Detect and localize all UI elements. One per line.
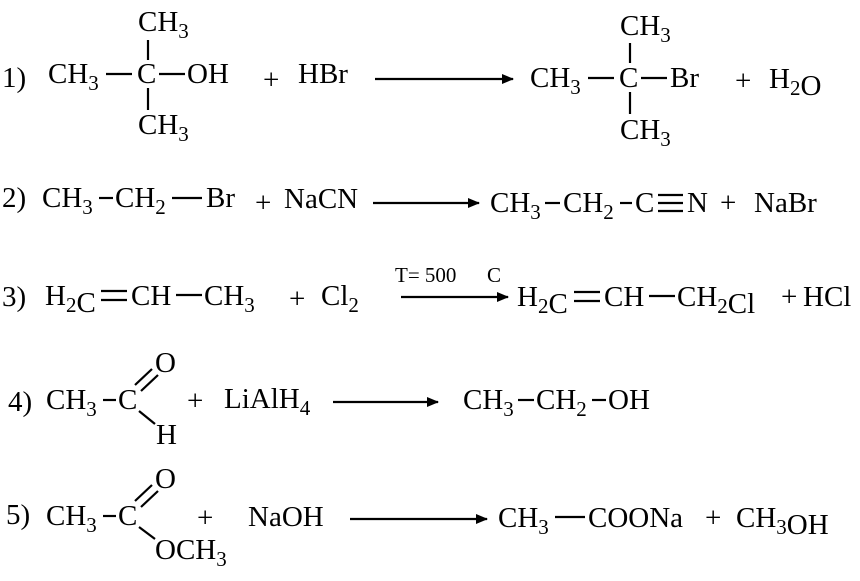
methyl-left-label: CH3 [530,62,581,99]
reaction-number: 3) [2,281,26,313]
reaction-number: 1) [2,62,26,94]
carboxylate-label: COONa [588,502,683,534]
reactant-methyl-acetate: CH3 C O OCH3 [46,463,227,571]
hydroxyl-label: OH [608,384,650,416]
reaction-5: 5) CH3 C O OCH3 + NaOH CH3 COONa + CH3OH [6,463,829,571]
bromine-label: Br [206,182,235,214]
plus-sign: + [255,187,271,219]
methyl-top-label: CH3 [138,6,189,43]
product-hcl: HCl [803,281,851,313]
plus-sign: + [735,65,751,97]
methine-label: CH [131,280,171,312]
reaction-number: 5) [6,499,30,531]
reaction-number: 4) [8,386,32,418]
methine-label: CH [604,281,644,313]
reagent-naoh: NaOH [248,501,324,533]
methylene-label: H2C [517,281,568,320]
reaction-number: 2) [2,182,26,214]
nitrogen-label: N [687,187,708,219]
methyl-label: CH3 [46,384,97,421]
methyl-top-label: CH3 [620,10,671,47]
reaction-1: 1) CH3 CH3 C OH CH3 + HBr CH3 CH3 C Br C… [2,6,821,151]
methyl-label: CH3 [46,500,97,537]
product-propanenitrile: CH3 CH2 C N [490,187,708,224]
chloromethyl-label: CH2Cl [677,281,755,320]
central-carbon-label: C [619,62,638,94]
plus-sign: + [705,502,721,534]
reagent-hbr: HBr [298,58,348,90]
bond [138,410,156,425]
methyl-label: CH3 [498,502,549,539]
reaction-2: 2) CH3 CH2 Br + NaCN CH3 CH2 C N + NaBr [2,182,817,224]
plus-sign: + [781,281,797,313]
carbonyl-carbon-label: C [118,500,137,532]
methyl-label: CH3 [463,384,514,421]
methylene-label: CH2 [115,182,166,219]
reactant-tert-butanol: CH3 CH3 C OH CH3 [48,6,229,146]
plus-sign: + [263,64,279,96]
double-bond-line [140,490,159,508]
reagent-nacn: NaCN [284,183,358,215]
reagent-chlorine: Cl2 [321,280,359,317]
methoxy-label: OCH3 [155,534,227,571]
carbonyl-carbon-label: C [118,384,137,416]
reaction-4: 4) CH3 C O H + LiAlH4 CH3 CH2 OH [8,347,650,451]
carbon-label: C [635,187,654,219]
plus-sign: + [187,385,203,417]
product-methanol: CH3OH [736,502,829,541]
oxygen-label: O [155,463,176,495]
product-allyl-chloride: H2C CH CH2Cl [517,281,755,320]
hydroxyl-label: OH [187,58,229,90]
product-nabr: NaBr [754,187,817,219]
hydrogen-label: H [156,419,177,451]
bromine-label: Br [670,62,699,94]
methylene-label: H2C [45,280,96,319]
central-carbon-label: C [137,58,156,90]
product-tert-butyl-bromide: CH3 CH3 C Br CH3 [530,10,699,151]
methyl-bottom-label: CH3 [138,109,189,146]
reagent-lialh4: LiAlH4 [224,383,311,420]
methylene-label: CH2 [536,384,587,421]
methyl-left-label: CH3 [48,58,99,95]
bond [138,526,156,540]
reactant-propene: H2C CH CH3 [45,280,255,319]
methyl-label: CH3 [204,280,255,317]
plus-sign: + [197,502,213,534]
temperature-condition: T= 500 [395,263,456,287]
temperature-unit: C [487,263,501,287]
methyl-bottom-label: CH3 [620,114,671,151]
double-bond-line [134,484,153,502]
double-bond-line [140,374,159,392]
methyl-label: CH3 [42,182,93,219]
double-bond-line [134,368,153,386]
product-ethanol: CH3 CH2 OH [463,384,650,421]
product-sodium-acetate: CH3 COONa [498,502,683,539]
product-water: H2O [769,63,821,102]
reactant-bromoethane: CH3 CH2 Br [42,182,235,219]
plus-sign: + [289,283,305,315]
methylene-label: CH2 [563,187,614,224]
reaction-3: 3) H2C CH CH3 + Cl2 T= 500 C H2C CH CH2C… [2,263,851,320]
methyl-label: CH3 [490,187,541,224]
reactant-acetaldehyde: CH3 C O H [46,347,177,451]
oxygen-label: O [155,347,176,379]
plus-sign: + [720,187,736,219]
